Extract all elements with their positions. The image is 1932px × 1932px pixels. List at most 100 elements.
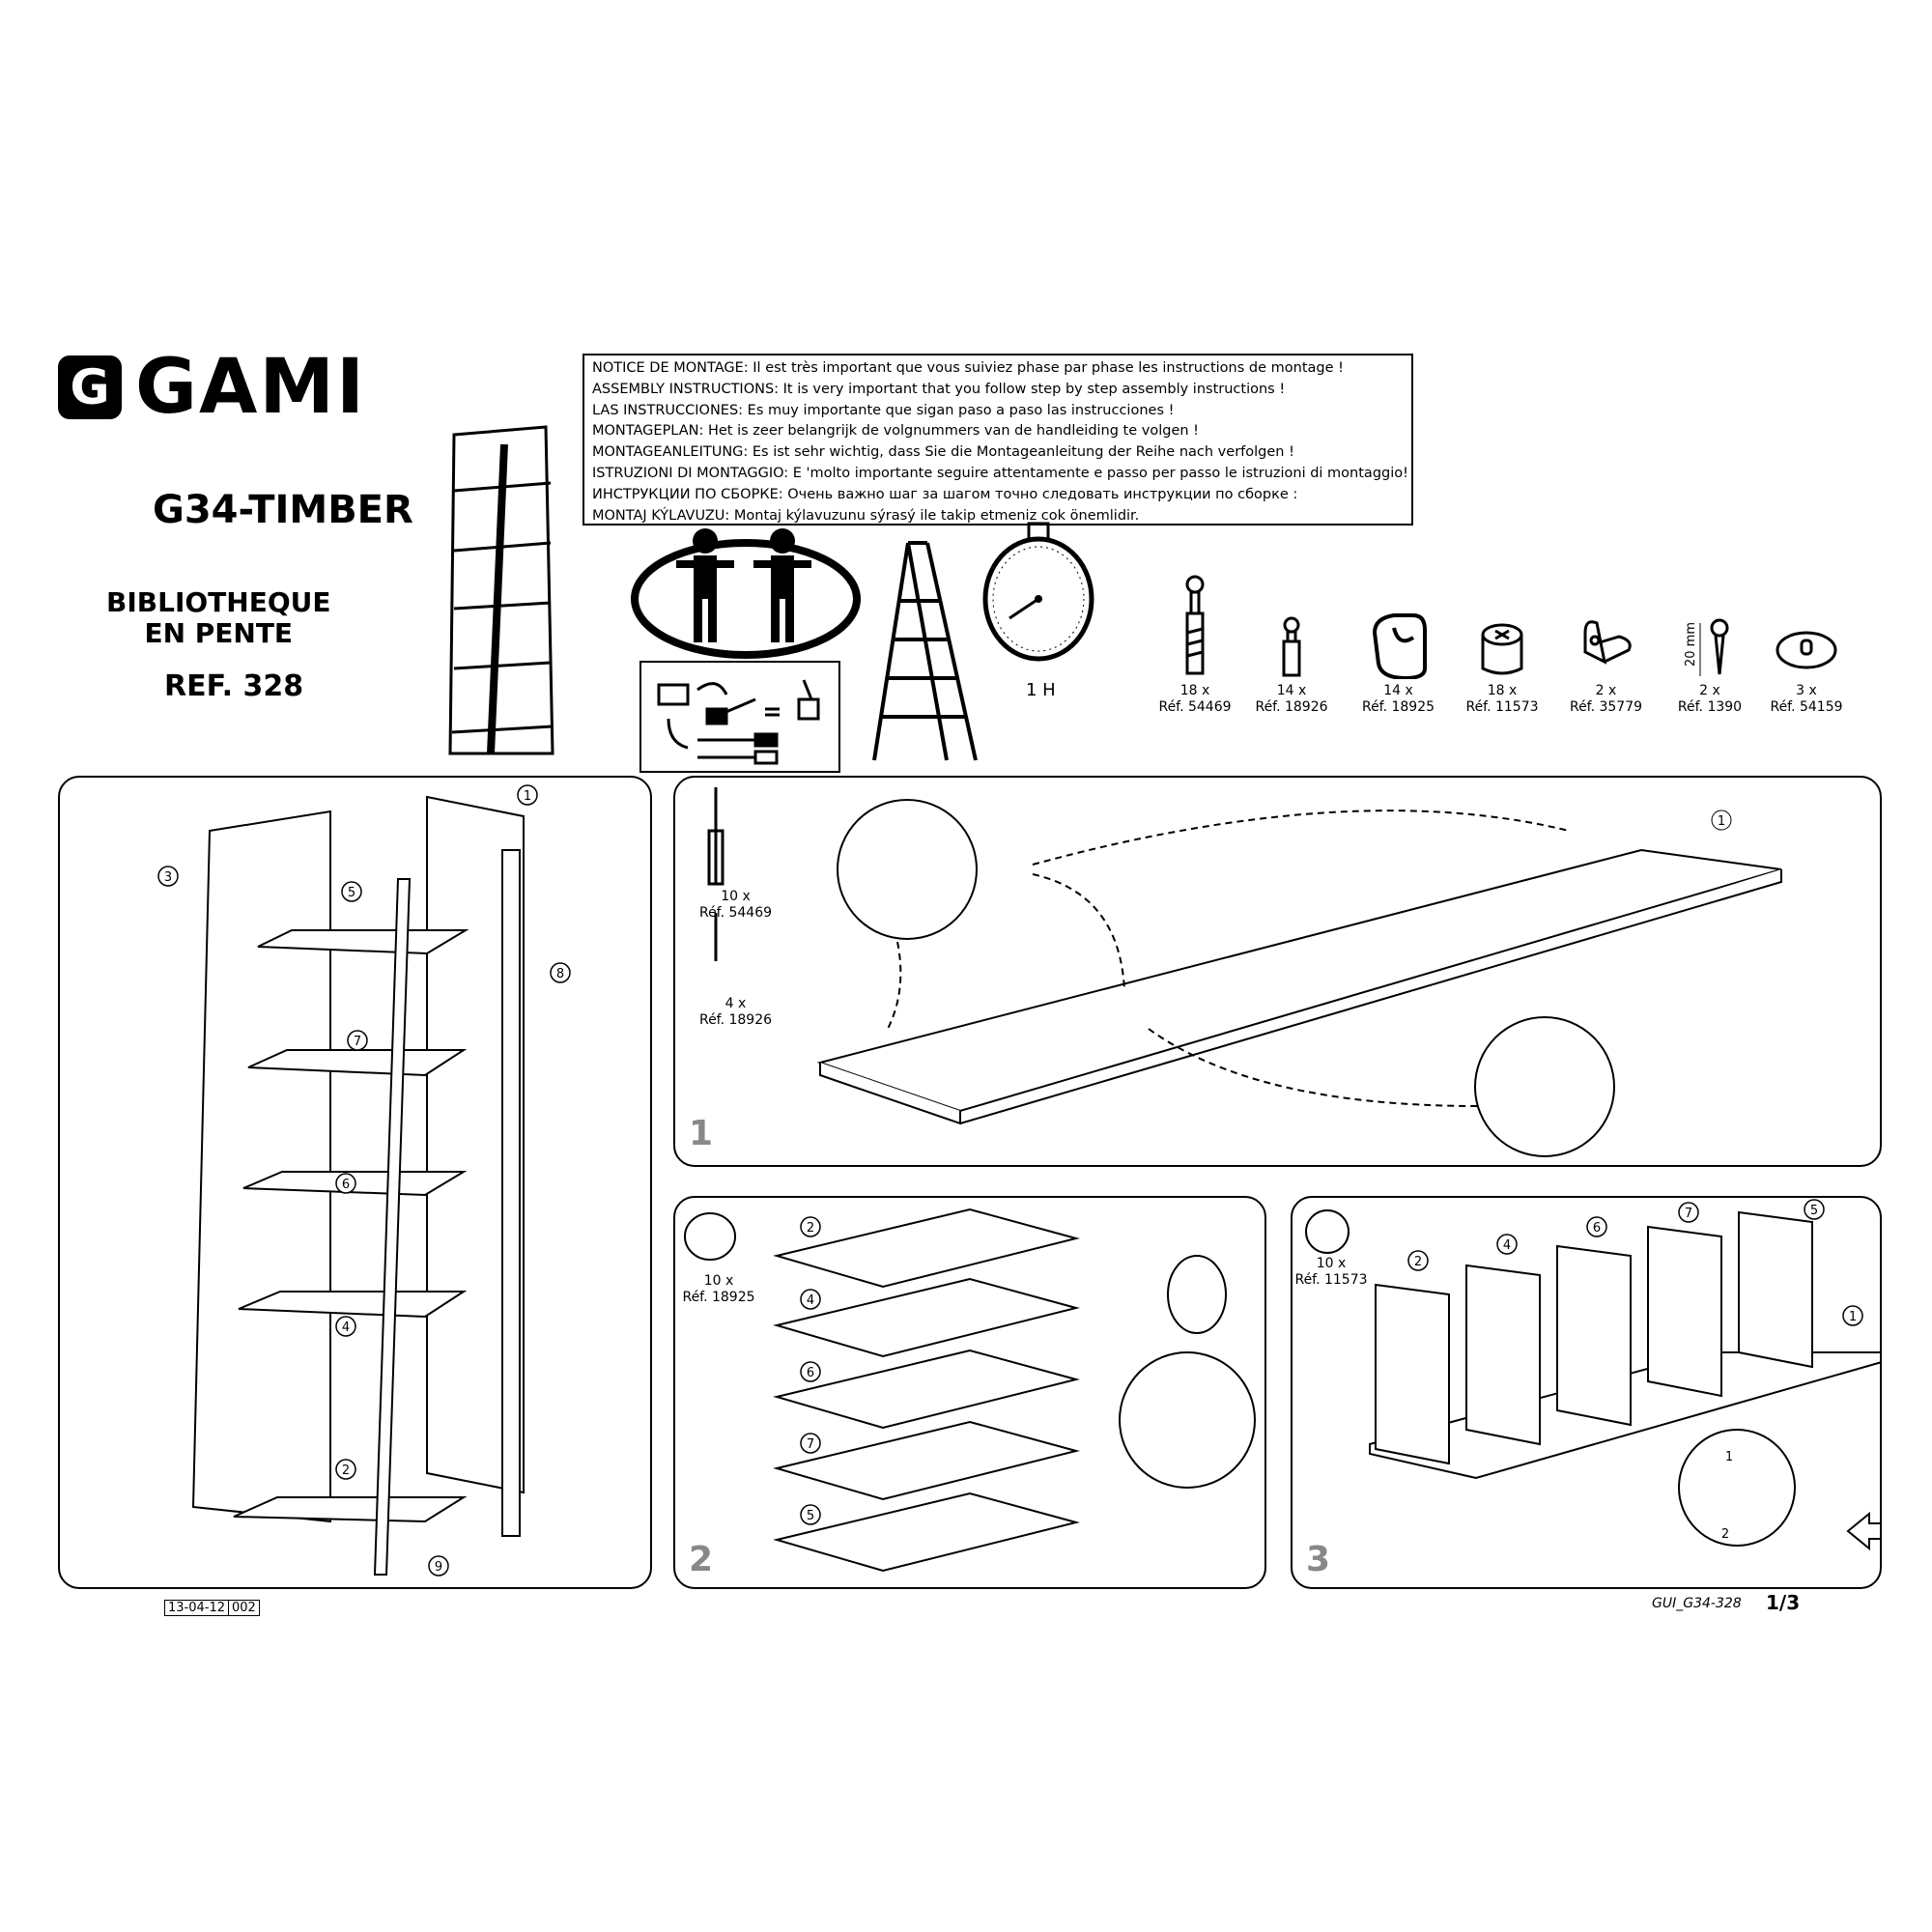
part-label: 2	[1414, 1255, 1422, 1269]
hardware-qty: 18 x	[1487, 683, 1518, 698]
page-number: 1/3	[1766, 1591, 1801, 1614]
hardware-ref: Réf. 18925	[1361, 699, 1435, 715]
part-label: 6	[1593, 1221, 1601, 1236]
part-label: 1	[1718, 814, 1725, 829]
part-label: 4	[342, 1321, 350, 1335]
notice-nl: MONTAGEPLAN: Het is zeer belangrijk de v…	[592, 423, 1199, 440]
step-number: 1	[689, 1114, 714, 1153]
angle-bracket-icon	[1583, 620, 1632, 665]
revision-date: 13-04-12	[168, 1601, 226, 1615]
logo-text: GAMI	[135, 344, 367, 431]
revision-box: 13-04-12 002	[164, 1600, 260, 1616]
hardware-qty: 10 x	[721, 889, 751, 904]
step-1-drawing: 1	[707, 787, 1782, 1157]
hardware-qty: 4 x	[724, 996, 747, 1011]
cam-lock-small-icon	[1481, 623, 1523, 675]
exploded-view-drawing: 1 3 5 7 6 4 2 8 9	[157, 784, 571, 1577]
notice-de: MONTAGEANLEITUNG: Es ist sehr wichtig, d…	[592, 444, 1294, 461]
plate-icon	[1776, 631, 1837, 669]
next-page-arrow-icon	[1846, 1511, 1880, 1551]
hardware-qty: 18 x	[1179, 683, 1210, 698]
step-3-drawing: 2 4 6 7 5 1 1 2	[1305, 1199, 1880, 1551]
cam-lock-large-icon	[1372, 613, 1427, 679]
tools-icon	[639, 661, 840, 773]
hardware-ref: Réf. 54469	[1158, 699, 1232, 715]
part-label: 1	[524, 789, 531, 804]
model-title: G34-TIMBER	[153, 488, 413, 532]
bookshelf-thumbnail-icon	[448, 425, 554, 755]
action-label: 2	[1721, 1527, 1729, 1542]
part-label: 8	[556, 967, 564, 981]
hardware-qty: 3 x	[1796, 683, 1817, 698]
hardware-qty: 10 x	[703, 1273, 734, 1289]
hardware-ref: Réf. 35779	[1569, 699, 1643, 715]
part-label: 7	[807, 1437, 814, 1452]
document-code: GUI_G34-328	[1652, 1596, 1742, 1611]
hardware-qty: 14 x	[1276, 683, 1307, 698]
notice-es: LAS INSTRUCCIONES: Es muy importante que…	[592, 402, 1175, 418]
notice-tr: MONTAJ KÝLAVUZU: Montaj kýlavuzunu sýras…	[592, 507, 1140, 524]
step-2-drawing: 2 4 6 7 5	[684, 1208, 1256, 1573]
notice-fr: NOTICE DE MONTAGE: Il est très important…	[592, 360, 1344, 376]
cam-bolt-long-icon	[1185, 575, 1205, 675]
hardware-ref: Réf. 1390	[1677, 699, 1743, 715]
hardware-qty: 10 x	[1316, 1256, 1347, 1271]
hardware-ref: Réf. 54469	[698, 905, 773, 921]
hardware-ref: Réf. 18925	[682, 1290, 755, 1305]
hardware-ref: Réf. 54159	[1770, 699, 1843, 715]
part-label: 7	[1685, 1207, 1692, 1221]
step-number: 3	[1306, 1540, 1331, 1579]
revision-version: 002	[228, 1601, 259, 1615]
hardware-ref: Réf. 18926	[698, 1012, 773, 1028]
two-persons-icon	[631, 528, 861, 659]
product-name-line2: EN PENTE	[144, 617, 294, 649]
hardware-qty: 14 x	[1383, 683, 1413, 698]
hardware-qty: 2 x	[1595, 683, 1617, 698]
logo-mark: G	[58, 355, 122, 419]
part-label: 1	[1849, 1310, 1857, 1324]
gami-logo: G GAMI	[58, 350, 366, 425]
part-label: 2	[807, 1221, 814, 1236]
action-label: 1	[1725, 1450, 1733, 1464]
notice-en: ASSEMBLY INSTRUCTIONS: It is very import…	[592, 381, 1286, 397]
part-label: 5	[807, 1509, 814, 1523]
hardware-ref: Réf. 11573	[1294, 1272, 1368, 1288]
notice-it: ISTRUZIONI DI MONTAGGIO: E 'molto import…	[592, 465, 1408, 481]
product-ref: REF. 328	[164, 669, 304, 703]
part-label: 2	[342, 1463, 350, 1478]
assembly-time: 1 H	[1026, 680, 1056, 700]
product-name: BIBLIOTHEQUE EN PENTE	[106, 587, 331, 649]
stopwatch-icon	[982, 522, 1094, 662]
hardware-ref: Réf. 18926	[1255, 699, 1328, 715]
part-label: 6	[807, 1366, 814, 1380]
wood-screw-icon: 20 mm	[1684, 618, 1729, 676]
part-label: 5	[1810, 1204, 1818, 1218]
part-label: 5	[348, 886, 355, 900]
screw-dimension: 20 mm	[1684, 622, 1698, 667]
part-label: 4	[807, 1293, 814, 1308]
notice-box: NOTICE DE MONTAGE: Il est très important…	[582, 354, 1413, 526]
part-label: 4	[1503, 1238, 1511, 1253]
exploded-view-panel: 1 3 5 7 6 4 2 8 9	[58, 776, 652, 1589]
hardware-ref: Réf. 11573	[1465, 699, 1539, 715]
part-label: 3	[164, 870, 172, 885]
hardware-qty: 2 x	[1699, 683, 1720, 698]
part-label: 6	[342, 1178, 350, 1192]
part-label: 9	[435, 1560, 442, 1575]
cam-bolt-short-icon	[1282, 616, 1301, 677]
